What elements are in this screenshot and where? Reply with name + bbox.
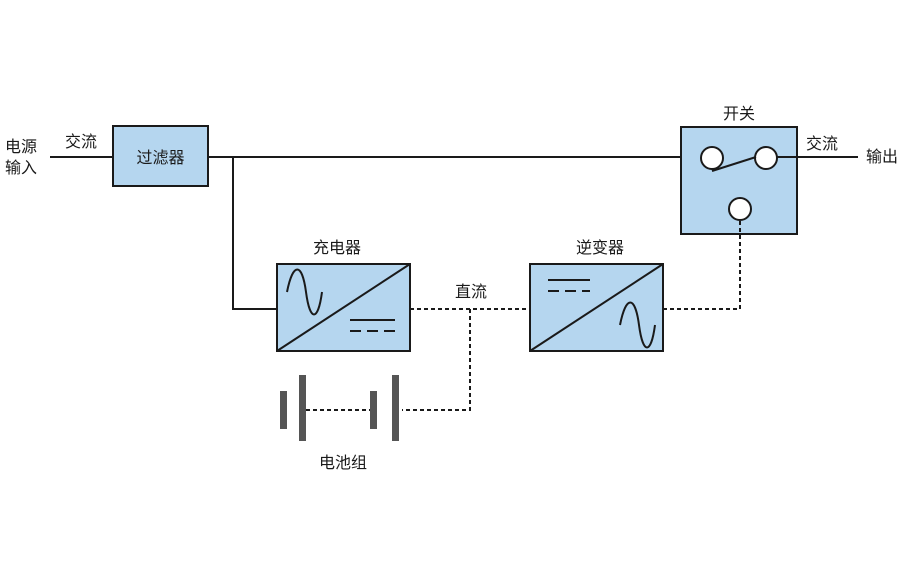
battery-plate-short-1 <box>280 391 287 429</box>
inverter-label: 逆变器 <box>576 238 624 257</box>
switch-contact-bottom-icon <box>728 197 752 221</box>
switch-contact-left-icon <box>700 146 724 170</box>
inverter-diagonal <box>529 263 664 352</box>
inverter-to-switch-dashed <box>663 220 741 310</box>
charger-block: 充电器 <box>276 238 411 352</box>
filter-block: 过滤器 <box>112 125 209 187</box>
charger-feed-wire <box>232 157 277 310</box>
inverter-block: 逆变器 <box>529 238 664 352</box>
inverter-ac-wave-icon <box>619 301 656 349</box>
output-label: 输出 <box>866 147 898 166</box>
ac-output-label: 交流 <box>806 134 838 153</box>
filter-label: 过滤器 <box>136 148 184 167</box>
switch-blade-icon <box>711 156 757 172</box>
switch-block: 开关 <box>680 104 798 235</box>
battery-link-dashed <box>402 309 471 411</box>
charger-ac-wave-icon <box>286 268 323 316</box>
charger-label: 充电器 <box>313 238 361 257</box>
ac-input-label: 交流 <box>65 132 97 151</box>
battery-label: 电池组 <box>319 453 367 472</box>
battery-plate-long-2 <box>392 375 399 441</box>
power-input-line1: 电源 <box>5 137 37 156</box>
battery-plate-short-2 <box>370 391 377 429</box>
charger-diagonal <box>276 263 411 352</box>
power-input-label: 电源 输入 <box>5 137 42 177</box>
power-input-line2: 输入 <box>5 158 37 177</box>
battery-bank-icon: 电池组 <box>280 375 399 472</box>
dc-label: 直流 <box>455 282 487 301</box>
switch-label: 开关 <box>723 104 755 123</box>
battery-plate-long-1 <box>299 375 306 441</box>
switch-contact-right-icon <box>754 146 778 170</box>
